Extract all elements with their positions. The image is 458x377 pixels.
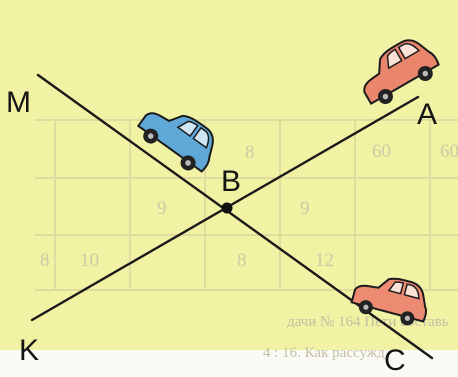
table-cell: 60 bbox=[440, 141, 458, 162]
car-red-top bbox=[363, 39, 440, 106]
table-cell: 12 bbox=[315, 250, 334, 271]
car-red-bottom bbox=[350, 277, 427, 326]
table-cell: 10 bbox=[80, 250, 99, 271]
point-b bbox=[221, 202, 233, 214]
table-cell: 9 bbox=[300, 198, 310, 219]
table-cell: 8 bbox=[245, 142, 255, 163]
table-cell: 8 bbox=[40, 250, 50, 271]
label-a: A bbox=[417, 98, 437, 131]
table-cell: 60 bbox=[372, 141, 391, 162]
label-m: M bbox=[6, 86, 31, 119]
car-blue bbox=[136, 112, 214, 173]
bleed-text-line-2: 4 : 16. Как рассужд bbox=[263, 345, 385, 361]
label-k: K bbox=[19, 334, 39, 367]
label-b: B bbox=[221, 165, 241, 198]
table-cell: 9 bbox=[157, 198, 167, 219]
table-cell: 8 bbox=[237, 250, 247, 271]
label-c: C bbox=[384, 344, 406, 377]
background-table: 60 8 60 9 9 10 8 12 8 bbox=[35, 119, 458, 291]
page-strip bbox=[0, 350, 458, 377]
